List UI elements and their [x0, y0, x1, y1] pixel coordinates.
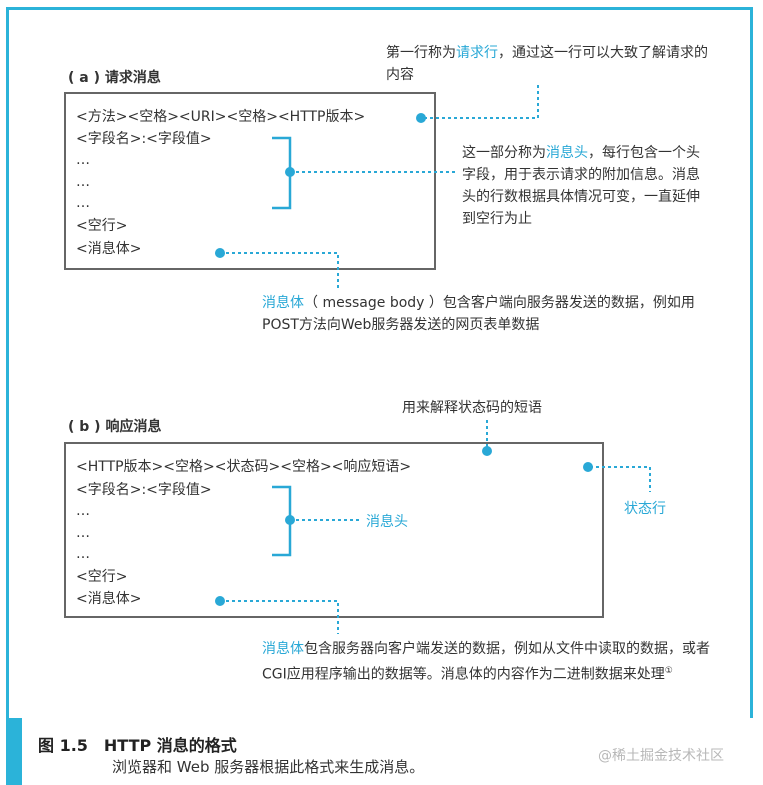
- connector-status-line: [590, 466, 651, 492]
- dot-status-line: [583, 462, 593, 472]
- response-ellipsis-3: …: [76, 546, 90, 562]
- note-request-line: 第一行称为请求行，通过这一行可以大致了解请求的内容: [386, 42, 716, 86]
- note-request-line-pre: 第一行称为: [386, 45, 456, 61]
- dot-request-body: [215, 248, 225, 258]
- section-b-title: ( b ) 响应消息: [68, 419, 162, 435]
- request-ellipsis-2: …: [76, 174, 90, 190]
- response-header-field: <字段名>:<字段值>: [76, 482, 212, 498]
- request-header-field: <字段名>:<字段值>: [76, 131, 212, 147]
- note-request-body-highlight: 消息体: [262, 295, 304, 311]
- label-response-header: 消息头: [366, 514, 408, 530]
- connector-request-line: [424, 84, 539, 119]
- note-request-line-post: ，通过这一行可以大致了解请求的内容: [386, 45, 708, 83]
- caption-accent-bar: [6, 718, 22, 785]
- note-response-body-post: 包含服务器向客户端发送的数据，例如从文件中读取的数据，或者CGI应用程序输出的数…: [262, 641, 710, 683]
- connector-response-body: [220, 600, 339, 634]
- request-ellipsis-3: …: [76, 195, 90, 211]
- request-body-line: <消息体>: [76, 241, 142, 257]
- dot-response-body: [215, 596, 225, 606]
- note-request-header-highlight: 消息头: [546, 145, 588, 161]
- dot-response-header: [285, 515, 295, 525]
- note-response-phrase: 用来解释状态码的短语: [402, 400, 542, 416]
- figure-caption-subtitle: 浏览器和 Web 服务器根据此格式来生成消息。: [112, 758, 425, 776]
- label-status-line: 状态行: [624, 501, 666, 517]
- note-response-body: 消息体包含服务器向客户端发送的数据，例如从文件中读取的数据，或者CGI应用程序输…: [262, 638, 712, 686]
- note-request-body: 消息体（ message body ）包含客户端向服务器发送的数据，例如用POS…: [262, 292, 712, 336]
- request-ellipsis-1: …: [76, 152, 90, 168]
- request-message-box: [64, 92, 436, 270]
- dot-request-header: [285, 167, 295, 177]
- status-line: <HTTP版本><空格><状态码><空格><响应短语>: [76, 459, 412, 475]
- note-request-header-post: ，每行包含一个头字段，用于表示请求的附加信息。消息头的行数根据具体情况可变，一直…: [462, 145, 700, 227]
- figure-frame: [6, 7, 753, 718]
- connector-request-body: [220, 252, 339, 288]
- watermark: @稀土掘金技术社区: [598, 748, 724, 764]
- note-request-line-highlight: 请求行: [456, 45, 498, 61]
- response-ellipsis-2: …: [76, 525, 90, 541]
- response-message-box: [64, 442, 604, 618]
- response-blank-line: <空行>: [76, 569, 128, 585]
- figure-caption-title: 图 1.5 HTTP 消息的格式: [38, 736, 237, 755]
- note-request-body-post: （ message body ）包含客户端向服务器发送的数据，例如用POST方法…: [262, 295, 695, 333]
- note-request-header: 这一部分称为消息头，每行包含一个头字段，用于表示请求的附加信息。消息头的行数根据…: [462, 142, 702, 230]
- dot-response-phrase: [482, 446, 492, 456]
- response-body-line: <消息体>: [76, 591, 142, 607]
- response-ellipsis-1: …: [76, 503, 90, 519]
- request-blank-line: <空行>: [76, 218, 128, 234]
- note-response-body-highlight: 消息体: [262, 641, 304, 657]
- section-a-title: ( a ) 请求消息: [68, 70, 161, 86]
- caption-area: [6, 718, 753, 785]
- dot-request-line: [416, 113, 426, 123]
- footnote-mark: ①: [664, 666, 673, 676]
- note-request-header-pre: 这一部分称为: [462, 145, 546, 161]
- request-line: <方法><空格><URI><空格><HTTP版本>: [76, 109, 366, 125]
